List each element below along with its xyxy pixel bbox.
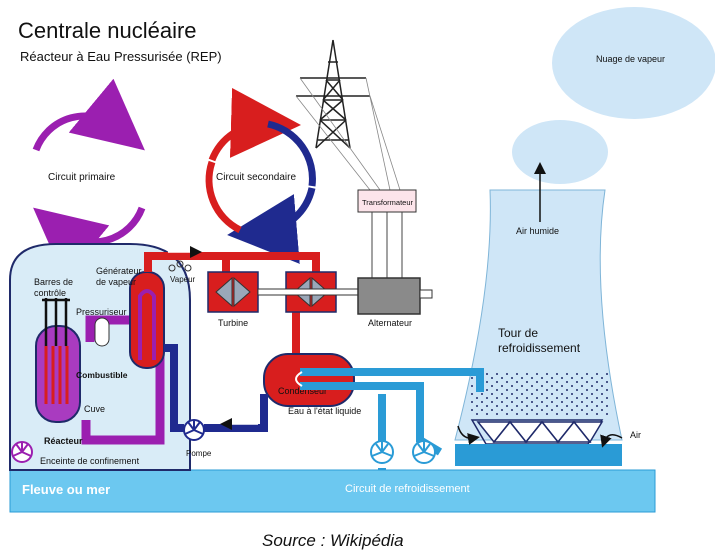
pompe-label: Pompe [186,449,212,458]
cuve-label: Cuve [84,404,105,414]
circuit-secondaire-cycle-icon [205,87,316,264]
turbine-label: Turbine [218,318,248,328]
cooling-pump-2-icon [412,440,436,464]
enceinte-label: Enceinte de confinement [40,456,140,466]
source-caption: Source : Wikipédia [262,531,404,550]
reactor-vessel [35,325,81,423]
tower-drops [468,372,608,416]
generateur-label-2: de vapeur [96,277,136,287]
fleuve-label: Fleuve ou mer [22,482,110,497]
alternateur-shaft [419,289,433,299]
condenseur-label: Condenseur [278,386,327,396]
power-pylon-icon [295,39,401,191]
page-title: Centrale nucléaire [18,18,197,43]
steam-bubbles-icon [168,260,192,272]
tower-fill-triangles [470,419,604,445]
cooling-pump-1-icon [370,440,394,464]
vapeur-label: Vapeur [170,275,196,284]
air-label: Air [630,430,641,440]
circuit-refroidissement-label: Circuit de refroidissement [345,483,470,495]
circuit-primaire-cycle-icon [32,78,146,280]
control-rods [42,298,70,346]
transformateur-label: Transformateur [362,198,413,207]
page-subtitle: Réacteur à Eau Pressurisée (REP) [20,49,222,64]
condenseur-tank [263,353,355,407]
vapor-cloud-small [512,120,608,184]
turbine-hp-blades-icon [215,276,251,308]
vapor-cloud-label: Nuage de vapeur [596,54,665,64]
feedwater-pump-icon [183,419,205,441]
circuit-secondaire-label: Circuit secondaire [216,172,296,183]
cooling-loop-inner [295,371,303,387]
air-in-right-arrow [600,434,623,448]
steam-generator-tube [138,289,156,360]
transformer-lines [371,212,403,278]
turbine-shaft [257,288,359,296]
pressuriseur-label: Pressuriseur [76,307,127,317]
air-humide-label: Air humide [516,226,559,236]
primary-pump-icon [11,441,33,463]
circuit-primaire-label: Circuit primaire [48,172,116,183]
tour-label-2: refroidissement [498,341,581,355]
tour-label-1: Tour de [498,326,538,340]
barres-label-2: contrôle [34,288,66,298]
fuel-rods [44,346,69,404]
alternateur-box [357,277,421,315]
barres-label-1: Barres de [34,277,73,287]
eau-liquide-label: Eau à l'état liquide [288,406,361,416]
vapor-cloud-large [552,7,715,119]
alternateur-label: Alternateur [368,318,412,328]
tower-basin [455,444,622,466]
reacteur-label: Réacteur [44,436,83,446]
combustible-label: Combustible [76,370,128,380]
air-in-left-arrow [457,425,480,445]
pressuriseur-tank [94,317,110,347]
generateur-label-1: Générateur [96,266,142,276]
river-band [9,469,656,513]
